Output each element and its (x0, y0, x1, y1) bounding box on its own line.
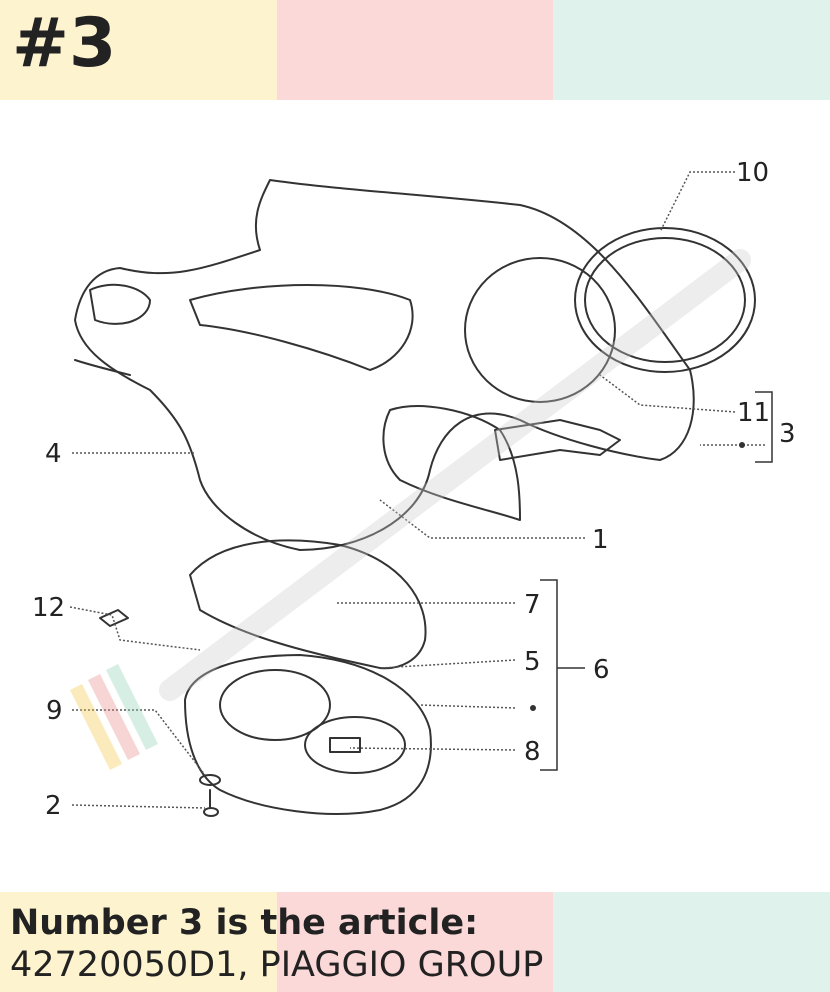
watermark (70, 249, 751, 770)
band-pink (277, 0, 553, 100)
speedometer-body (184, 654, 432, 815)
leader-5 (379, 659, 516, 669)
callout-11: 11 (737, 398, 770, 428)
header-band (0, 0, 830, 100)
caption-line-2: 42720050D1, PIAGGIO GROUP (10, 945, 544, 985)
lower-switch-cover (382, 405, 521, 521)
callout-12: 12 (32, 593, 65, 623)
washer-9 (199, 774, 221, 786)
dial-ring-inner (584, 237, 746, 363)
caption-line-1: Number 3 is the article: (10, 903, 479, 943)
screw-2-head (203, 807, 219, 817)
leader-1 (379, 499, 585, 539)
band-mint (553, 0, 830, 100)
dial-ring (574, 227, 756, 373)
leader-9 (72, 709, 206, 776)
leader-10 (659, 171, 735, 233)
footer-band-pink (277, 892, 553, 992)
leader-2 (71, 804, 206, 809)
handlebar-cover (74, 179, 695, 551)
callout-1: 1 (592, 525, 609, 555)
callout-9: 9 (46, 696, 63, 726)
handlebar-left-hole (89, 283, 151, 325)
bracket-6 (540, 579, 558, 771)
callout-8: 8 (524, 737, 541, 767)
band-yellow (0, 0, 277, 100)
exploded-parts-diagram: 10 11 3 4 1 12 7 5 6 9 8 2 (32, 158, 796, 821)
watermark-stripe-green (106, 664, 158, 750)
switch-bracket (494, 419, 621, 461)
callout-7: 7 (524, 590, 541, 620)
bracket-3 (755, 391, 773, 463)
leader-8 (349, 747, 516, 751)
handlebar-left-edge (74, 359, 131, 376)
odometer-window (329, 737, 361, 753)
leader-11 (599, 374, 736, 413)
footer-band-yellow (0, 892, 277, 992)
speedometer-dial-left (219, 669, 331, 741)
callout-6: 6 (593, 655, 610, 685)
handlebar-round-opening (464, 257, 616, 403)
callout-2: 2 (45, 791, 62, 821)
callout-10: 10 (736, 158, 769, 188)
speedometer-dial-right (304, 716, 406, 774)
callout-5: 5 (524, 647, 541, 677)
callout-3: 3 (779, 419, 796, 449)
leader-12 (69, 606, 201, 651)
watermark-stripe-red (88, 674, 140, 760)
article-caption: Number 3 is the article: 42720050D1, PIA… (10, 902, 543, 986)
part-number-tag: #3 (12, 4, 117, 83)
watermark-stripe-yellow (70, 684, 122, 770)
callout-4: 4 (45, 439, 62, 469)
clip-12 (99, 609, 129, 627)
dot-3 (739, 442, 745, 448)
handlebar-center-opening (189, 284, 414, 371)
dot-6 (530, 705, 536, 711)
instrument-cover (189, 539, 427, 670)
footer-band-mint (553, 892, 830, 992)
watermark-band (159, 249, 751, 701)
leader-6 (419, 704, 516, 709)
footer-band (0, 892, 830, 992)
